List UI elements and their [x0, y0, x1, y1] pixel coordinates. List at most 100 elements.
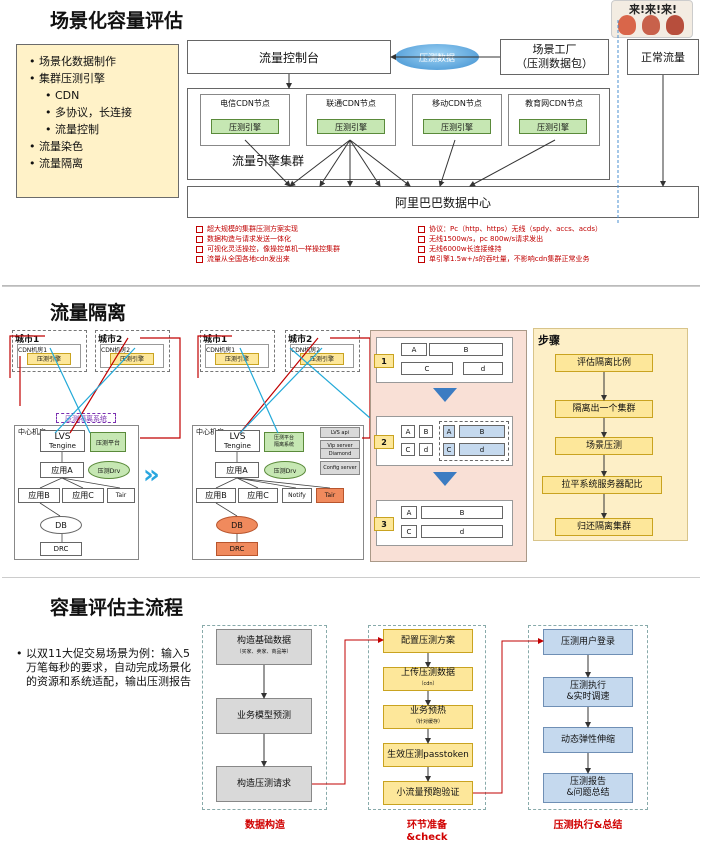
flow-col-2: [368, 625, 486, 810]
flow-control-label: 流量控制台: [258, 50, 319, 65]
activate-passtoken: 生效压测passtoken: [383, 743, 473, 767]
note-text: 超大规模的集群压测方案实现: [207, 225, 298, 233]
feature-note: 场景化数据制作 集群压测引擎 CDN 多协议，长连接 流量控制 流量染色 流量隔…: [16, 44, 179, 198]
engine-label: 压测引擎: [335, 123, 367, 132]
flow-col-3: [528, 625, 648, 810]
center-room-label: 中心机房: [196, 428, 224, 436]
cell-c: C: [401, 443, 415, 456]
cell-a: A: [401, 425, 415, 438]
platform-label: 压测平台: [95, 439, 120, 447]
center-room-left: 中心机房: [14, 425, 139, 560]
cdn-room: CDN机房2: [100, 344, 164, 368]
drv-label: 压测Drv: [97, 467, 121, 475]
section1-title: 场景化容量评估: [50, 10, 184, 32]
flow-label: 上传压测数据: [400, 668, 455, 678]
lvs-label: LVS: [54, 432, 71, 442]
engine-label: 压测引擎: [36, 356, 61, 363]
cell-label: C: [406, 527, 412, 536]
app-a: 应用A: [40, 462, 84, 478]
flow-sub: （针对缓存）: [412, 719, 443, 725]
cell-label: d: [423, 445, 429, 454]
app-label: 应用B: [205, 491, 227, 500]
cdn-node-label: 移动CDN节点: [432, 99, 482, 108]
alibaba-datacenter: 阿里巴巴数据中心: [187, 186, 699, 218]
scene-factory: 场景工厂 （压测数据包）: [500, 39, 609, 75]
tair-box: Tair: [107, 488, 135, 503]
engine-label: 压测引擎: [309, 356, 334, 363]
cdn-node-unicom: 联通CDN节点 压测引擎: [306, 94, 396, 146]
flow-sub: （买家、卖家、商品等）: [236, 649, 292, 655]
flow-label: 构造压测请求: [236, 778, 291, 789]
cdn-room-label: CDN机房1: [206, 347, 236, 354]
note-left-1: 超大规模的集群压测方案实现: [196, 224, 298, 234]
city-label: 城市1: [15, 335, 40, 345]
cell-b: B: [419, 425, 433, 438]
app-c: 应用C: [238, 488, 278, 503]
step-label: 评估隔离比例: [576, 357, 631, 368]
drv-box: 压测Drv: [88, 461, 130, 479]
section1-panel: [2, 0, 700, 286]
cell-b: B: [421, 506, 503, 519]
note-text: 协议：Pc（http、https）无线（spdy、accs、acds）: [429, 225, 602, 233]
engine-box: 压测引擎: [211, 119, 279, 134]
db-box: DB: [216, 516, 258, 534]
cell-label: A: [411, 345, 417, 354]
cdn-node-edu: 教育网CDN节点 压测引擎: [508, 94, 600, 146]
cell-label: A: [446, 427, 452, 436]
flow-control-console: 流量控制台: [187, 40, 391, 74]
isolation-label: 压测隔离系统: [65, 415, 107, 423]
cdn-room-label: CDN机房1: [18, 347, 48, 354]
engine-box: 压测引擎: [423, 119, 491, 134]
cell-c: C: [401, 362, 453, 375]
app-c: 应用C: [62, 488, 104, 503]
note-right-1: 协议：Pc（http、https）无线（spdy、accs、acds）: [418, 224, 602, 234]
flow-label: 配置压测方案: [400, 635, 455, 646]
cell-label: B: [423, 427, 429, 436]
city-label: 城市2: [98, 335, 123, 345]
drv-box: 压测Drv: [264, 461, 306, 479]
cdn-room-label: CDN机房2: [101, 347, 131, 354]
test-user-login: 压测用户登录: [543, 629, 633, 655]
drc-label: DRC: [53, 545, 69, 553]
app-a: 应用A: [215, 462, 259, 478]
datacenter-label: 阿里巴巴数据中心: [394, 195, 491, 210]
cell-d: d: [419, 443, 433, 456]
note-left-4: 流量从全国各地cdn发出来: [196, 254, 290, 264]
engine-label: 压测引擎: [441, 123, 473, 132]
cdn-room-label: CDN机房2: [291, 347, 321, 354]
config-server-box: Config server: [320, 461, 360, 475]
down-arrow-icon: [433, 388, 457, 402]
build-base-data: 构造基础数据（买家、卖家、商品等）: [216, 629, 312, 665]
cdn-room: CDN机房2: [290, 344, 354, 368]
db-label: DB: [231, 520, 243, 530]
engine-box: 压测引擎: [215, 353, 259, 365]
cell-d: d: [421, 525, 503, 538]
note-text: 单引擎1.5w+/s的吞吐量，不影响cdn集群正常业务: [429, 255, 590, 263]
app-label: 应用A: [51, 465, 73, 475]
platform-box: 压测平台: [90, 432, 126, 452]
engine-label: 压测引擎: [229, 123, 261, 132]
step-label: 拉平系统服务器配比: [561, 479, 643, 490]
cell-label: B: [479, 427, 485, 436]
center-room-label: 中心机房: [18, 428, 46, 436]
bullet-isolation: 流量隔离: [29, 155, 168, 172]
note-left-2: 数据构造与请求发送一体化: [196, 234, 291, 244]
cloud-label: 压测数据: [418, 53, 455, 64]
step-label: 归还隔离集群: [576, 521, 631, 532]
cell-c: C: [401, 525, 417, 538]
cell-label: B: [459, 508, 465, 517]
cell-d: d: [459, 443, 505, 456]
app-label: 应用C: [247, 491, 269, 500]
engine-box: 压测引擎: [27, 353, 71, 365]
cell-c: C: [443, 443, 455, 456]
drc-box: DRC: [216, 542, 258, 556]
section3-title: 容量评估主流程: [50, 597, 184, 619]
city-label: 城市2: [288, 335, 313, 345]
section2-divider: [2, 286, 700, 287]
intro-label: 以双11大促交易场景为例：输入5万笔每秒的要求，自动完成场景化的资源和系统适配，…: [26, 647, 191, 688]
avatar-image: 来!来!来!: [611, 0, 693, 38]
engine-label: 压测引擎: [224, 356, 249, 363]
engine-cluster-label: 流量引擎集群: [232, 154, 305, 168]
normal-traffic-label: 正常流量: [641, 51, 685, 64]
